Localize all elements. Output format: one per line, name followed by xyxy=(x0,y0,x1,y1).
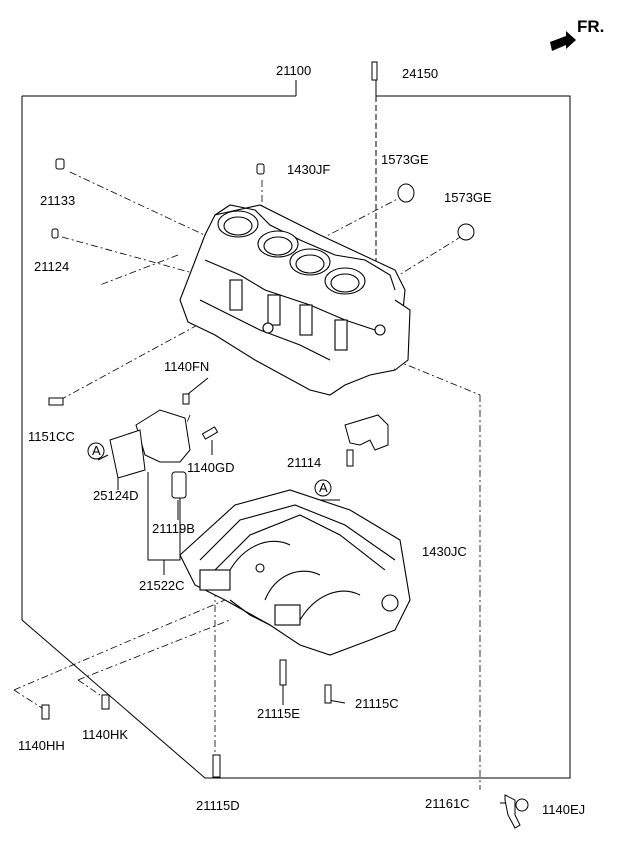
label-1430JF[interactable]: 1430JF xyxy=(287,162,331,177)
bolt-1140FN-icon xyxy=(182,393,190,405)
label-1430JC[interactable]: 1430JC xyxy=(422,544,467,559)
plug-1573GE-a-icon xyxy=(397,183,415,203)
pin-21124-icon xyxy=(51,228,59,239)
bearing-cap-21114-icon xyxy=(344,414,389,451)
pin-1430JF-icon xyxy=(256,163,265,175)
assembly-outline xyxy=(21,95,571,779)
label-21114[interactable]: 21114 xyxy=(287,455,322,470)
gasket-25124D-icon xyxy=(109,429,146,479)
nut-1140EJ-icon xyxy=(515,798,529,812)
lower-crankcase-icon xyxy=(179,489,411,656)
bolt-21115C-icon xyxy=(324,684,332,704)
direction-label: FR. xyxy=(577,17,605,36)
bolt-1151CC-icon xyxy=(48,397,64,406)
oil-filter-bracket-icon xyxy=(135,409,191,463)
label-21115C[interactable]: 21115C xyxy=(355,696,399,711)
label-21133[interactable]: 21133 xyxy=(40,193,76,208)
callout-a-right: A xyxy=(319,480,328,495)
label-25124D[interactable]: 25124D xyxy=(93,488,139,503)
bolt-1140HK-icon xyxy=(101,694,110,710)
label-21161C[interactable]: 21161C xyxy=(425,796,470,811)
bolt-1140HH-icon xyxy=(41,704,50,720)
front-arrow-icon xyxy=(550,31,576,51)
label-21124[interactable]: 21124 xyxy=(34,259,70,274)
bracket-21161C-icon xyxy=(504,794,521,829)
label-1140EJ[interactable]: 1140EJ xyxy=(542,802,586,817)
label-1573GE-a[interactable]: 1573GE xyxy=(381,152,429,167)
cylinder-block-icon xyxy=(179,204,411,396)
label-1140FN[interactable]: 1140FN xyxy=(164,359,210,374)
callout-a-left: A xyxy=(92,443,101,458)
bolt-21115D-icon xyxy=(212,754,221,778)
bolt-21115E-icon xyxy=(279,659,287,686)
label-1140HK[interactable]: 1140HK xyxy=(82,727,129,742)
label-21100[interactable]: 21100 xyxy=(276,63,312,78)
bolt-1140GD-icon xyxy=(201,426,219,440)
label-21115E[interactable]: 21115E xyxy=(257,706,300,721)
label-21119B[interactable]: 21119B xyxy=(152,521,195,536)
label-1140GD[interactable]: 1140GD xyxy=(187,460,235,475)
label-1140HH[interactable]: 1140HH xyxy=(18,738,65,753)
label-1151CC[interactable]: 1151CC xyxy=(28,429,75,444)
label-1573GE-b[interactable]: 1573GE xyxy=(444,190,492,205)
label-24150[interactable]: 24150 xyxy=(402,66,439,81)
bolt-21114-icon xyxy=(346,449,354,467)
label-21115D[interactable]: 21115D xyxy=(196,798,240,813)
plug-1573GE-b-icon xyxy=(457,223,475,241)
label-21522C[interactable]: 21522C xyxy=(139,578,185,593)
plug-21133-icon xyxy=(55,158,65,170)
bolt-24150-icon xyxy=(371,61,378,81)
plunger-21119B-icon xyxy=(171,471,187,499)
